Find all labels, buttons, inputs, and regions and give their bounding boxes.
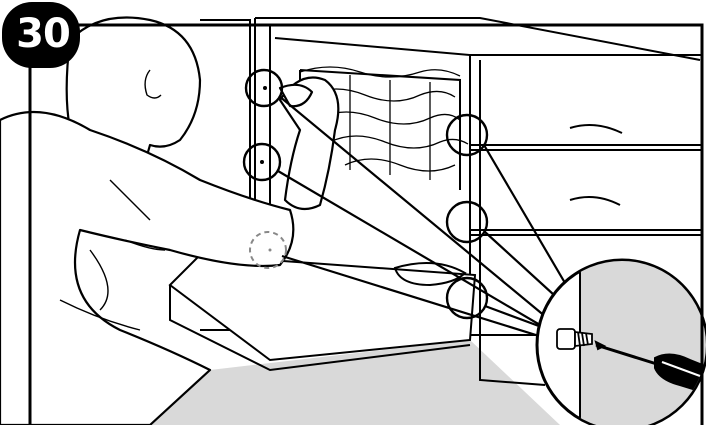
step-badge <box>2 2 80 68</box>
drawer-handles <box>570 125 622 281</box>
magnified-detail <box>537 258 706 425</box>
